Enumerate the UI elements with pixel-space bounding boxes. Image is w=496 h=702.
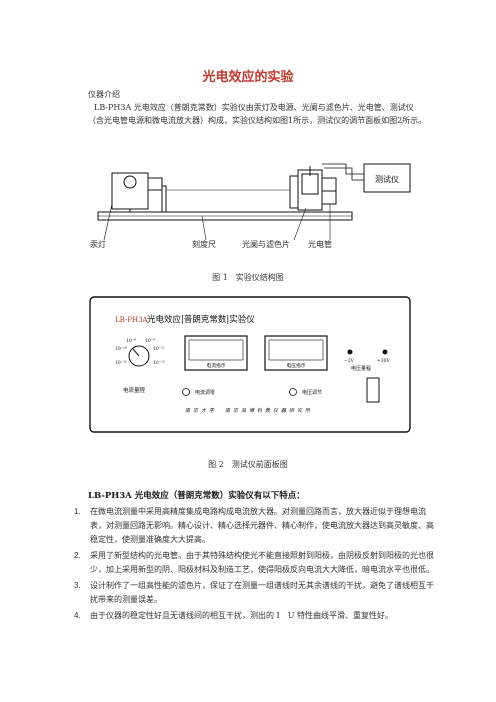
- page-title: 光电效应的实验: [202, 70, 294, 85]
- current-adjust-knob: [182, 388, 190, 396]
- label-mercury-lamp: 汞灯: [90, 240, 106, 249]
- phototube: [321, 177, 337, 205]
- feature-item: 3. 设计制作了一组高性能的滤色片，保证了在测量一组谱线时无其余谱线的干扰，避免了…: [74, 579, 434, 607]
- tester-box: [363, 163, 411, 193]
- current-range-label: 电流量程: [123, 386, 146, 394]
- figure1-caption: 图 1 实验仪结构图: [212, 273, 284, 282]
- tester-front-panel: LB-PH3A 光电效应|普朗克常数|实验仪 10⁻⁸ 10⁻⁹ 10⁻¹⁰ 1…: [89, 296, 411, 433]
- indicator-plus: [382, 349, 388, 355]
- voltage-adjust-label: 电压调节: [302, 389, 322, 396]
- polarity-right: +30V: [377, 358, 390, 364]
- range-4: 10⁻¹¹: [153, 346, 165, 352]
- features-title: LB-PH3A 光电效应（普朗克常数）实验仪有以下特点：: [88, 491, 305, 501]
- diaphragm-filter: [289, 166, 323, 211]
- tester-label: 测试仪: [375, 174, 399, 184]
- voltage-display: [264, 335, 328, 371]
- feature-text: 由于仪器的稳定性好且无谱线间的相互干扰，测出的 I U 特性曲线平滑、重复性好。: [90, 611, 393, 620]
- feature-text: 设计制作了一组高性能的滤色片，保证了在测量一组谱线时无其余谱线的干扰，避免了谱线…: [90, 581, 434, 604]
- voltage-adjust-knob: [289, 388, 297, 396]
- polarity-left: −2V: [344, 358, 355, 364]
- figure2-caption: 图 2 测试仪前面板图: [208, 460, 288, 469]
- range-5: 10⁻¹²: [115, 360, 127, 366]
- label-phototube: 光电管: [308, 240, 332, 249]
- range-1: 10⁻⁸: [126, 338, 136, 344]
- mercury-lamp: [111, 172, 163, 212]
- scale-stand: [161, 185, 290, 213]
- feature-item: 1. 在微电流测量中采用高精度集成电路构成电流放大器。对测量回路而言，放大器近似于…: [74, 505, 434, 547]
- range-2: 10⁻⁹: [145, 338, 155, 344]
- feature-number: 1.: [74, 507, 81, 516]
- label-diaphragm-filter: 光阑与滤色片: [242, 240, 290, 249]
- device-name: 光电效应|普朗克常数|实验仪: [147, 314, 255, 325]
- current-adjust-label: 电流调零: [195, 389, 215, 396]
- feature-text: 在微电流测量中采用高精度集成电路构成电流放大器。对测量回路而言，放大器近似于理想…: [90, 507, 434, 544]
- intro-paragraph: LB-PH3A 光电效应（普朗克常数）实验仪由汞灯及电源、光阑与滤色片、光电管、…: [88, 103, 427, 125]
- feature-text: 采用了新型结构的光电管。由于其特殊结构使光不能直接照射到阳极，由阴极反射到阳极的…: [90, 551, 434, 574]
- panel-footer: 南京大学 南京浪博科教仪器研究所: [185, 407, 313, 414]
- feature-item: 4. 由于仪器的稳定性好且无谱线间的相互干扰，测出的 I U 特性曲线平滑、重复性…: [74, 609, 434, 623]
- power-switch: [366, 377, 380, 403]
- feature-number: 2.: [74, 551, 81, 560]
- voltage-range-label: 电压量程: [351, 365, 371, 372]
- model-label: LB-PH3A: [115, 316, 149, 324]
- range-knob: 10⁻⁸ 10⁻⁹ 10⁻¹⁰ 10⁻¹¹ 10⁻¹² 10⁻¹³: [115, 338, 165, 367]
- features-list: 1. 在微电流测量中采用高精度集成电路构成电流放大器。对测量回路而言，放大器近似于…: [74, 505, 434, 625]
- indicator-minus: [347, 349, 353, 355]
- range-6: 10⁻¹³: [153, 360, 165, 366]
- label-scale: 刻度尺: [192, 240, 216, 249]
- section-heading: 仪器介绍: [88, 90, 120, 99]
- feature-number: 4.: [74, 611, 81, 620]
- current-display: [184, 335, 248, 371]
- feature-number: 3.: [74, 581, 81, 590]
- range-3: 10⁻¹⁰: [115, 346, 127, 352]
- current-display-label: 电流指示: [206, 362, 225, 369]
- apparatus-structure-diagram: 测试仪: [97, 163, 411, 240]
- feature-item: 2. 采用了新型结构的光电管。由于其特殊结构使光不能直接照射到阳极，由阴极反射到阳…: [74, 549, 434, 577]
- voltage-display-label: 电压指示: [286, 362, 305, 369]
